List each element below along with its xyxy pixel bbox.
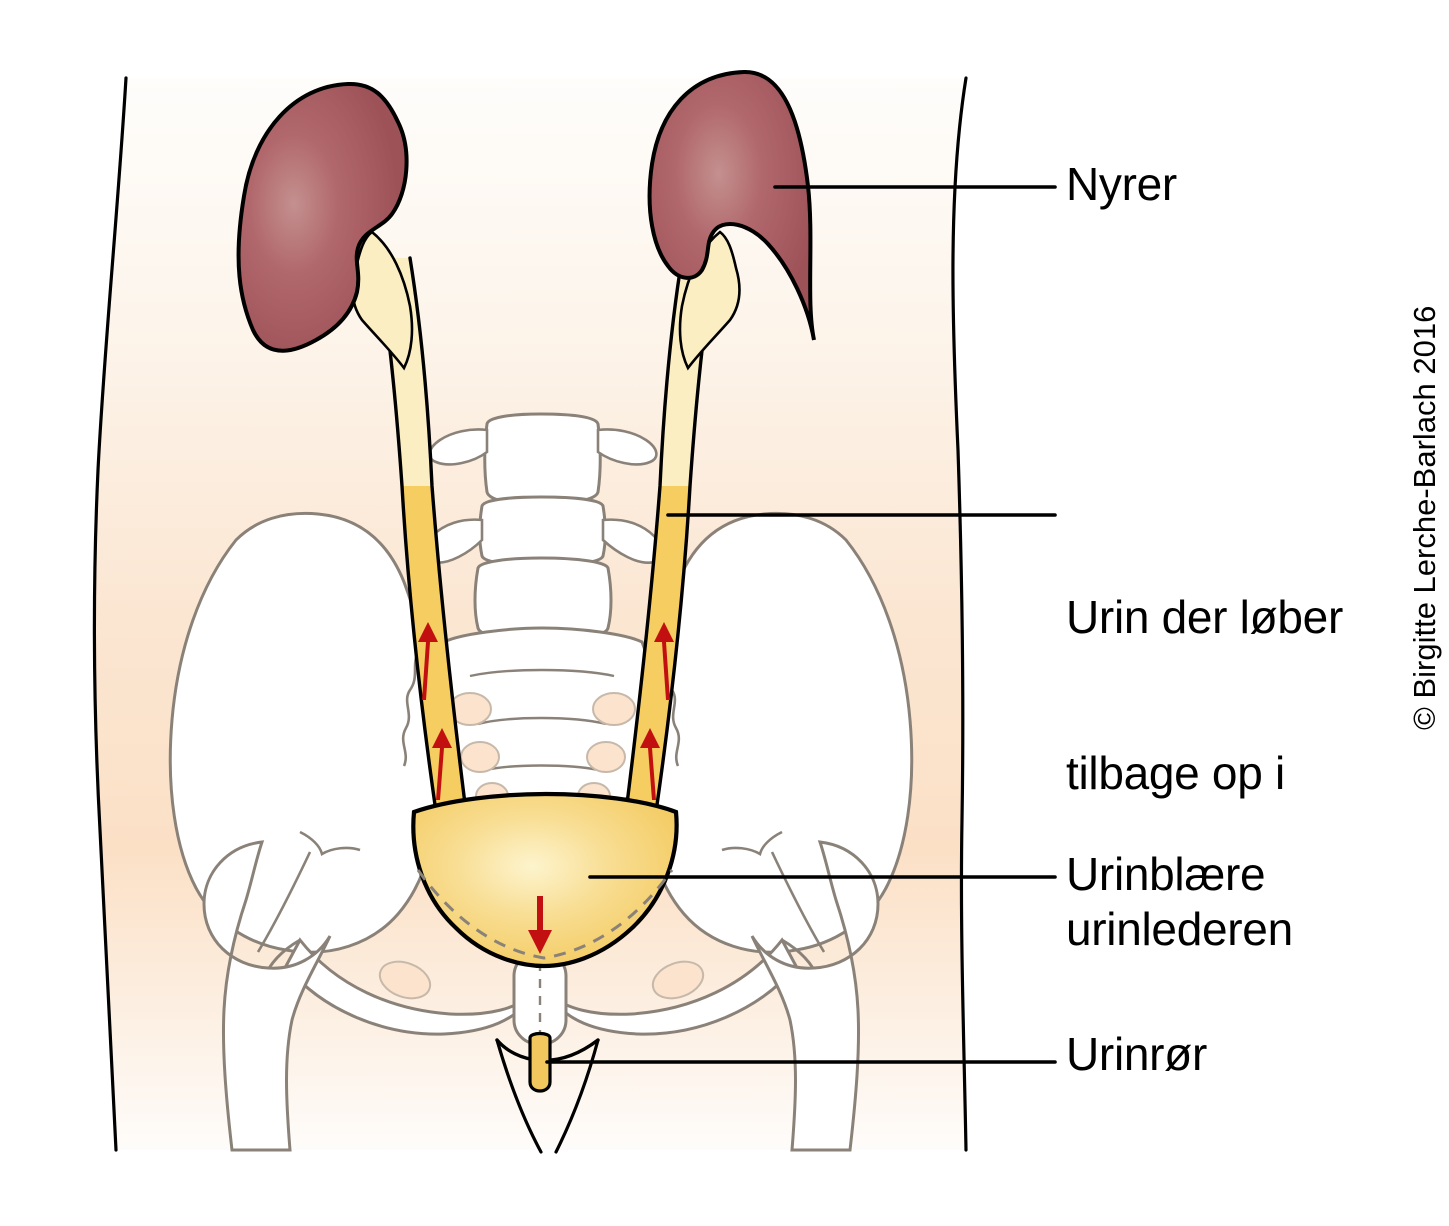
kidney-left-body: [236, 81, 409, 353]
reflux-arrow-left-upper: [418, 622, 438, 700]
label-nyrer: Nyrer: [1066, 158, 1177, 210]
bladder-body: [411, 791, 679, 969]
outflow-arrow: [528, 896, 552, 954]
reflux-arrow-right-upper: [654, 622, 674, 700]
urinary-bladder: [411, 791, 679, 969]
label-reflux-line-1: Urin der løber: [1066, 591, 1343, 643]
urethra: [528, 1031, 552, 1093]
reflux-arrow-right-lower: [640, 728, 660, 800]
pelvic-floor-dashed: [416, 869, 674, 960]
pelvis-ilium-right: [642, 511, 914, 954]
reflux-arrow-left-lower: [432, 728, 452, 800]
leader-lines-group: [545, 185, 1057, 1064]
kidney-right: [647, 69, 816, 371]
femur-left: [202, 840, 332, 1152]
label-urinblaere: Urinblære: [1066, 848, 1266, 900]
label-reflux-group: Urin der løber tilbage op i urinlederen: [1066, 487, 1343, 1059]
label-reflux-line-3: urinlederen: [1066, 903, 1293, 955]
skeleton-group: [168, 412, 914, 1152]
femur-right: [750, 840, 880, 1152]
label-reflux-line-2: tilbage op i: [1066, 747, 1285, 799]
copyright-notice: © Birgitte Lerche-Barlach 2016: [1407, 305, 1442, 730]
kidney-left: [236, 81, 414, 371]
kidney-right-body: [647, 69, 816, 341]
urethra-tube: [528, 1031, 552, 1093]
ureter-left-lower: [402, 486, 466, 812]
pelvis-ilium-left: [168, 511, 440, 954]
label-urinroer: Urinrør: [1066, 1028, 1207, 1080]
ureter-right-lower: [626, 486, 690, 812]
reflux-arrows-group: [418, 622, 674, 800]
